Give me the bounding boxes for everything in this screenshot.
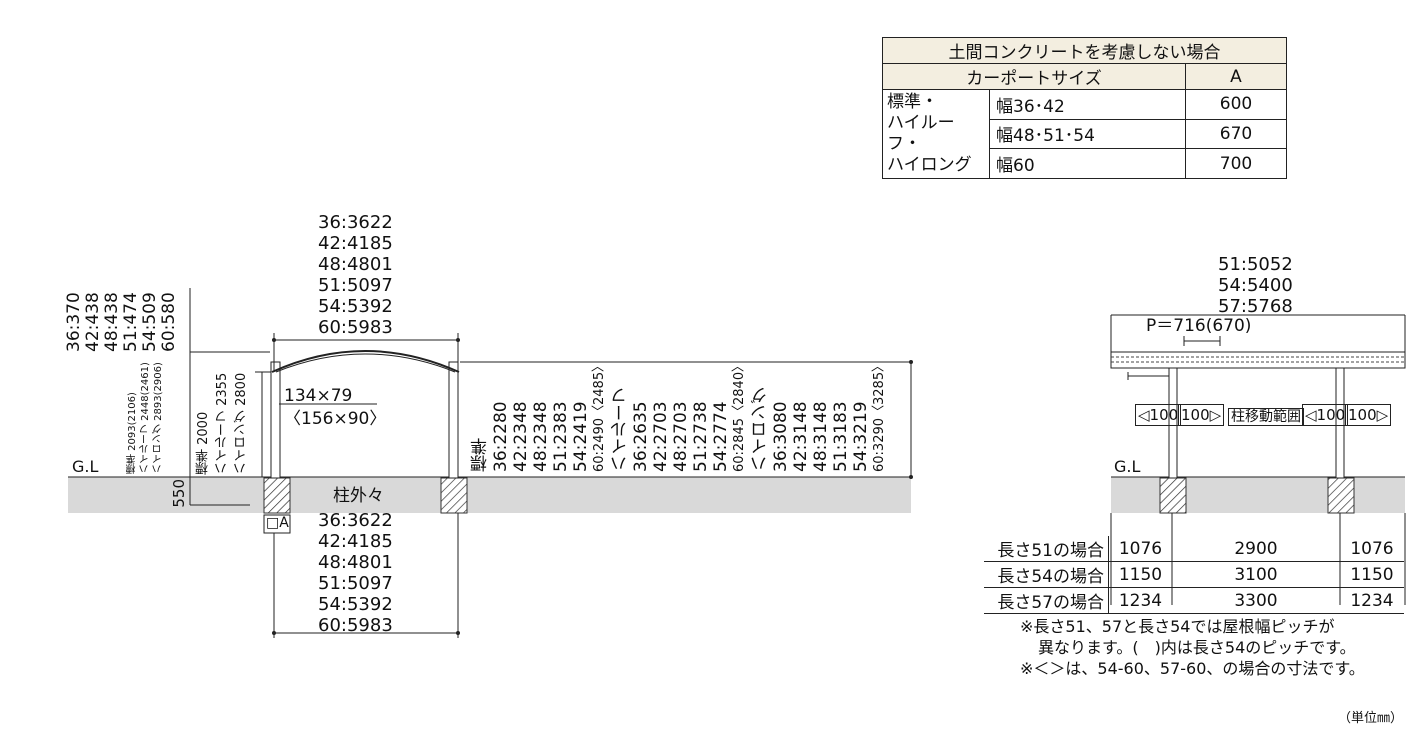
size-cell: 幅36･42 bbox=[989, 89, 1186, 120]
group-cell: 標準・ ハイルーフ・ ハイロング bbox=[882, 89, 990, 179]
table-row: 標準・ ハイルーフ・ ハイロング 幅36･42 600 bbox=[882, 89, 1287, 179]
size-cell: 幅60 bbox=[989, 148, 1186, 179]
side-post-right bbox=[1335, 367, 1345, 479]
roof-pitch: P＝716(670) bbox=[1146, 316, 1252, 336]
left-total-height-cols: 標準 2093(2106) ハイルーフ 2448(2461) ハイロング 289… bbox=[127, 362, 164, 474]
note-3: ※＜＞は、54-60、57-60、の場合の寸法です。 bbox=[1020, 659, 1365, 678]
post-size-alt: 〈156×90〉 bbox=[284, 409, 387, 429]
a-box bbox=[263, 514, 291, 534]
left-post-height-cols: 標準 2000 ハイルーフ 2355 ハイロング 2800 bbox=[196, 372, 249, 475]
side-view bbox=[1110, 314, 1406, 605]
right-arrow-100: 100▷ bbox=[1178, 404, 1225, 426]
left-arrow-100: ◁100 bbox=[1135, 404, 1182, 426]
post-left bbox=[270, 361, 281, 479]
table-row: 長さ51の場合 1076 2900 1076 bbox=[984, 536, 1404, 562]
size-cell: 幅48･51･54 bbox=[989, 118, 1186, 150]
gl-label-side: G.L bbox=[1114, 457, 1141, 476]
a-cell: 600 bbox=[1185, 89, 1287, 120]
left-roof-offset-cols: 36:370 42:438 48:438 51:474 54:509 60:58… bbox=[64, 292, 179, 352]
side-footing-right bbox=[1327, 477, 1355, 514]
side-post-left bbox=[1168, 367, 1178, 479]
table-row: 幅60 700 bbox=[883, 148, 1287, 179]
front-view bbox=[68, 288, 913, 638]
side-length-top: 51:5052 54:5400 57:5768 bbox=[1218, 254, 1293, 317]
note-2: 異なります。( )内は長さ54のピッチです。 bbox=[1038, 638, 1356, 657]
table-row: 長さ54の場合 1150 3100 1150 bbox=[984, 561, 1404, 588]
col-a-header: A bbox=[1185, 63, 1287, 90]
foundation-depth: 550 bbox=[170, 479, 188, 508]
arched-roof bbox=[271, 350, 460, 373]
a-cell: 670 bbox=[1185, 118, 1287, 150]
side-ground-band bbox=[1111, 477, 1405, 513]
table-title: 土間コンクリートを考慮しない場合 bbox=[882, 37, 1287, 64]
post-right bbox=[448, 361, 459, 479]
post-outer-label: 柱外々 bbox=[333, 486, 384, 506]
right-height-cols: 標準 36:2280 42:2348 48:2348 51:2383 54:24… bbox=[471, 358, 887, 472]
side-footing-left bbox=[1159, 477, 1187, 514]
ground-band bbox=[68, 477, 911, 513]
footing-right bbox=[440, 477, 468, 514]
left-arrow-100-b: ◁100 bbox=[1302, 404, 1349, 426]
post-move-range: 柱移動範囲 bbox=[1228, 408, 1304, 426]
table-row: 長さ57の場合 1234 3300 1234 bbox=[984, 587, 1404, 614]
unit-label: （単位㎜） bbox=[1338, 711, 1404, 726]
a-cell: 700 bbox=[1185, 148, 1287, 179]
gl-label-front: G.L bbox=[72, 457, 99, 476]
roof-a-table: 土間コンクリートを考慮しない場合 カーポートサイズ A 標準・ ハイルーフ・ ハ… bbox=[882, 37, 1287, 179]
right-arrow-100-b: 100▷ bbox=[1345, 404, 1392, 426]
post-size: 134×79 bbox=[284, 386, 353, 406]
note-1: ※長さ51、57と長さ54では屋根幅ピッチが bbox=[1020, 617, 1335, 636]
footing-left bbox=[263, 477, 291, 514]
length-table: 長さ51の場合 1076 2900 1076 長さ54の場合 1150 3100… bbox=[984, 536, 1404, 614]
col-size-header: カーポートサイズ bbox=[882, 63, 1186, 90]
side-roof bbox=[1110, 351, 1406, 369]
a-box-label: □A bbox=[266, 515, 289, 531]
